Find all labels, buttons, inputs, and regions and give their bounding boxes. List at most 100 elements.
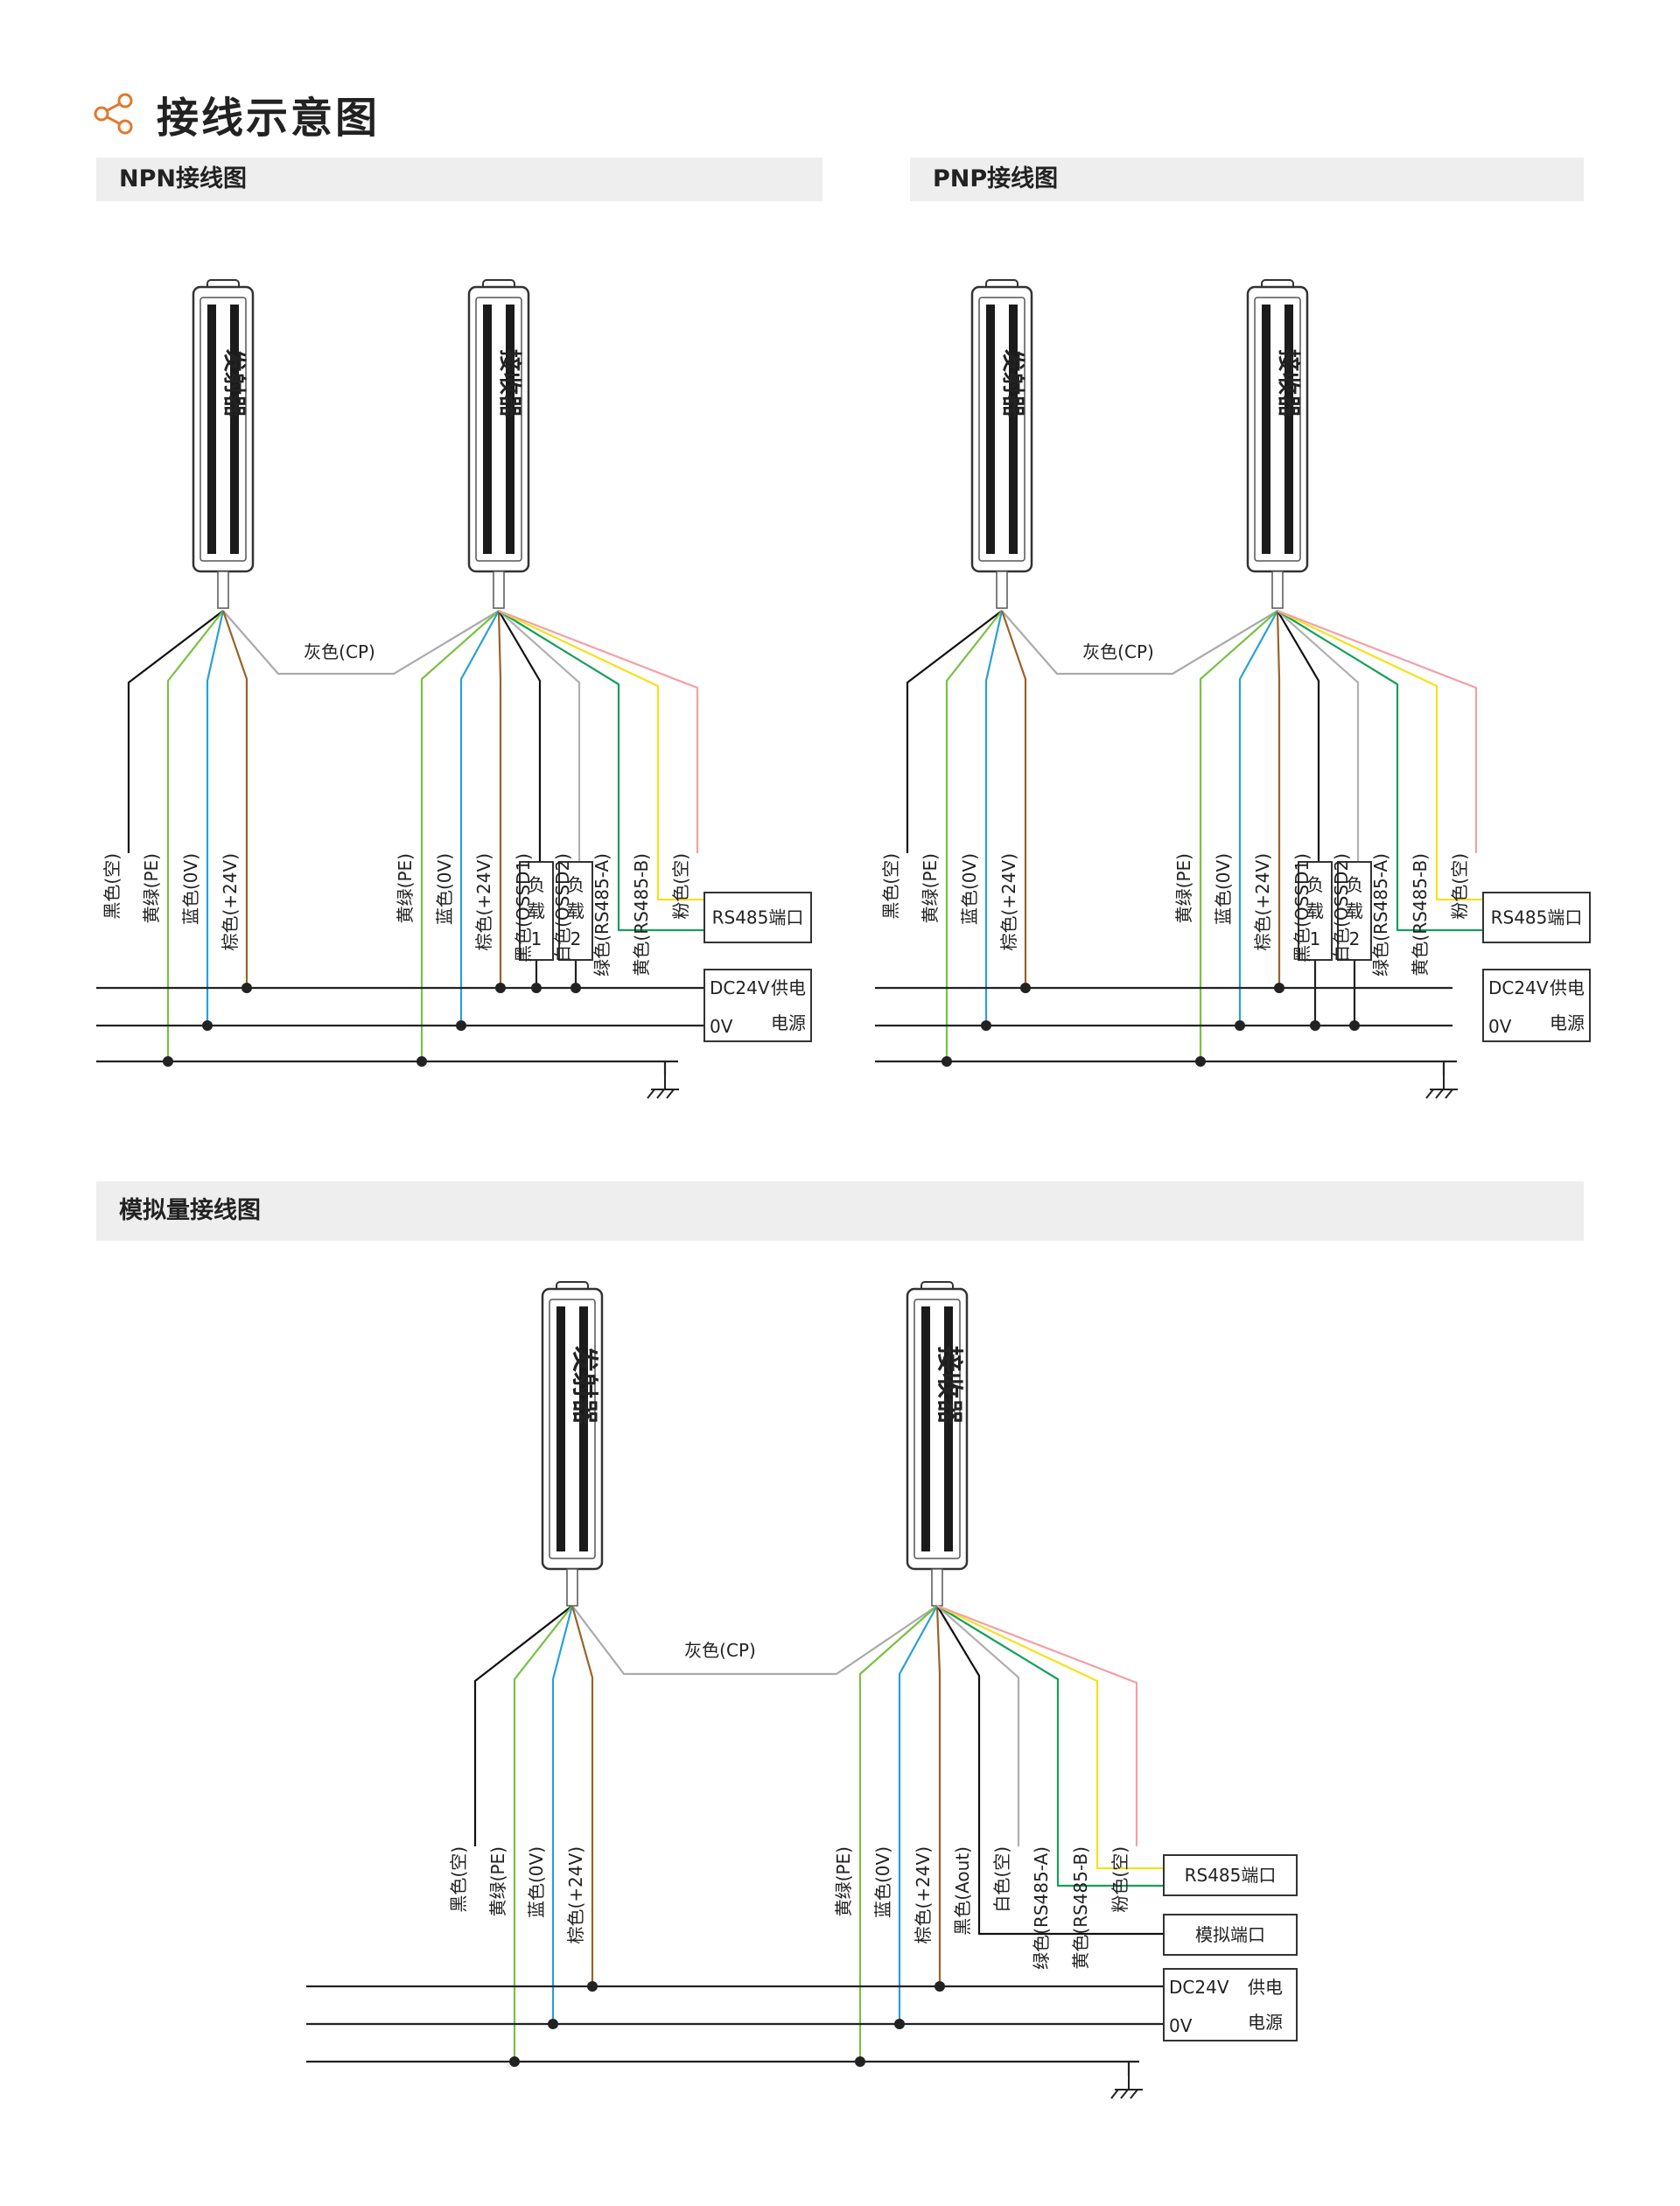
- npn-receiver-wire-label-1: 蓝色(0V): [434, 853, 455, 925]
- pnp-receiver-wire-label-4: 白色(OSSD2): [1331, 853, 1352, 963]
- ground-hatch: [1445, 1089, 1453, 1099]
- pnp-load-char2: 载: [1346, 900, 1363, 921]
- pnp-emitter-cable: [996, 571, 1008, 609]
- pnp-power-supply: [1482, 969, 1591, 1042]
- pnp-label-cp: 灰色(CP): [1082, 641, 1154, 662]
- npn-receiver-wire-label-2: 棕色(+24V): [473, 853, 494, 951]
- npn-receiver-wire-3: [498, 610, 542, 862]
- analog-receiver-wire-3: [936, 1605, 1164, 1936]
- analog-power-supply-source: 电源: [1248, 2012, 1283, 2033]
- analog-receiver-wire-label-0: 黄绿(PE): [833, 1846, 854, 1916]
- pnp-emitter-wire-label-0: 黑色(空): [880, 853, 901, 920]
- npn-rs485-port-text: RS485端口: [712, 907, 804, 928]
- analog-receiver-wire-label-7: 粉色(空): [1110, 1846, 1130, 1913]
- npn-emitter-lens-strip: [207, 305, 216, 554]
- npn-receiver-wire-label-3: 黑色(OSSD1): [513, 853, 534, 963]
- page-title: 接线示意图: [157, 94, 381, 143]
- pnp-receiver-wire-label-0: 黄绿(PE): [1173, 853, 1194, 923]
- pnp-receiver-wire-label-2: 棕色(+24V): [1252, 853, 1273, 951]
- pnp-load-char2: 载: [1306, 900, 1324, 921]
- npn-receiver-wire-label-0: 黄绿(PE): [395, 853, 416, 923]
- pnp-receiver-wire-label-5: 绿色(RS485-A): [1370, 853, 1391, 977]
- analog-receiver-label: 接收器: [934, 1346, 964, 1425]
- npn-load-char2: 载: [567, 900, 584, 921]
- npn-receiver-lens-strip-2: [506, 305, 514, 554]
- npn-load-num: 1: [531, 928, 542, 949]
- analog-receiver-frame: [914, 1299, 961, 1559]
- npn-power-supply-supply: 供电: [771, 977, 806, 998]
- pnp-load-char1: 负: [1306, 874, 1324, 895]
- ground-hatch: [1120, 2089, 1129, 2099]
- npn-emitter-body: [192, 285, 255, 573]
- npn-power-supply-source: 电源: [771, 1012, 806, 1033]
- section-title-npn: NPN接线图: [119, 165, 247, 193]
- npn-emitter-cable: [217, 571, 229, 609]
- section-bar-analog: 模拟量接线图: [96, 1181, 1584, 1241]
- pnp-receiver-lens-strip-2: [1284, 305, 1293, 554]
- pnp-receiver-wire-2: [1276, 610, 1281, 988]
- analog-emitter-wire-3: [570, 1605, 594, 1986]
- analog-power-supply-supply: 供电: [1248, 1977, 1283, 1998]
- npn-emitter-wire-1: [166, 610, 224, 1061]
- pnp-receiver-wire-label-6: 黄色(RS485-B): [1410, 853, 1431, 977]
- pnp-load-num: 2: [1349, 928, 1361, 949]
- npn-label-cp: 灰色(CP): [304, 641, 375, 662]
- analog-receiver-body: [906, 1287, 969, 1571]
- npn-receiver-wire-7: [498, 609, 699, 853]
- ground-hatch: [1435, 1089, 1444, 1099]
- npn-emitter-wire-label-2: 蓝色(0V): [180, 853, 201, 925]
- pnp-emitter-wire-0: [906, 610, 1003, 853]
- npn-receiver-wire-label-5: 绿色(RS485-A): [592, 853, 612, 977]
- pnp-emitter-lens-strip-2: [1009, 305, 1018, 554]
- npn-receiver-wire-1: [459, 610, 500, 1026]
- analog-receiver-wire-label-3: 黑色(Aout): [952, 1846, 973, 1936]
- pnp-load-char1: 负: [1346, 874, 1363, 895]
- analog-analog-port-text: 模拟端口: [1195, 1924, 1265, 1945]
- analog-emitter-lens-strip-2: [579, 1306, 588, 1551]
- pnp-emitter-wire-1: [945, 610, 1003, 1061]
- ground-hatch: [666, 1089, 675, 1099]
- analog-receiver-wire-label-1: 蓝色(0V): [872, 1846, 893, 1918]
- section-title-pnp: PNP接线图: [933, 165, 1059, 193]
- npn-receiver-wire-6: [498, 610, 704, 901]
- analog-receiver-wire-0: [858, 1605, 938, 2062]
- analog-receiver-wire-4: [936, 1605, 1020, 1846]
- analog-emitter-wire-1: [513, 1605, 573, 2062]
- analog-emitter-lens-strip: [556, 1306, 565, 1551]
- analog-receiver-wire-7: [936, 1604, 1138, 1846]
- analog-emitter-frame: [549, 1299, 596, 1559]
- analog-emitter-wire-label-2: 蓝色(0V): [526, 1846, 547, 1918]
- npn-receiver-cable: [493, 571, 505, 609]
- npn-emitter-wire-label-0: 黑色(空): [102, 853, 122, 920]
- pnp-receiver-wire-label-3: 黑色(OSSD1): [1292, 853, 1312, 963]
- pnp-receiver-wire-0: [1199, 610, 1278, 1061]
- analog-receiver-lens-strip: [921, 1306, 930, 1551]
- pnp-receiver-wire-1: [1238, 610, 1278, 1026]
- npn-emitter-wire-2: [206, 610, 225, 1026]
- npn-receiver-wire-2: [497, 610, 502, 988]
- pnp-receiver-wire-6: [1277, 610, 1483, 901]
- npn-power-supply-dc24v: DC24V: [710, 977, 770, 998]
- npn-receiver-wire-0: [420, 610, 500, 1061]
- npn-receiver-wire-4: [498, 610, 581, 862]
- analog-rs485-port-text: RS485端口: [1185, 1865, 1277, 1886]
- analog-power-supply: [1163, 1968, 1298, 2041]
- pnp-receiver-wire-4: [1277, 610, 1360, 862]
- analog-receiver-lens-strip-2: [944, 1306, 953, 1551]
- analog-power-supply-0v: 0V: [1169, 2015, 1193, 2036]
- npn-emitter-lens-strip-2: [230, 305, 239, 554]
- analog-receiver-wire-label-4: 白色(空): [991, 1846, 1012, 1913]
- pnp-receiver-wire-3: [1277, 610, 1320, 862]
- pnp-receiver-frame: [1254, 297, 1301, 562]
- pnp-emitter-wire-label-3: 棕色(+24V): [998, 853, 1019, 951]
- analog-power-supply-dc24v: DC24V: [1169, 1977, 1229, 1998]
- npn-receiver-frame: [475, 297, 522, 562]
- section-title-analog: 模拟量接线图: [119, 1197, 261, 1224]
- npn-load-2: [558, 861, 593, 961]
- npn-emitter-wire-label-1: 黄绿(PE): [141, 853, 162, 923]
- pnp-emitter-wire-3: [1000, 610, 1027, 988]
- npn-receiver-body: [467, 285, 530, 573]
- npn-emitter-wire-0: [127, 610, 224, 853]
- pnp-power-supply-supply: 供电: [1550, 977, 1585, 998]
